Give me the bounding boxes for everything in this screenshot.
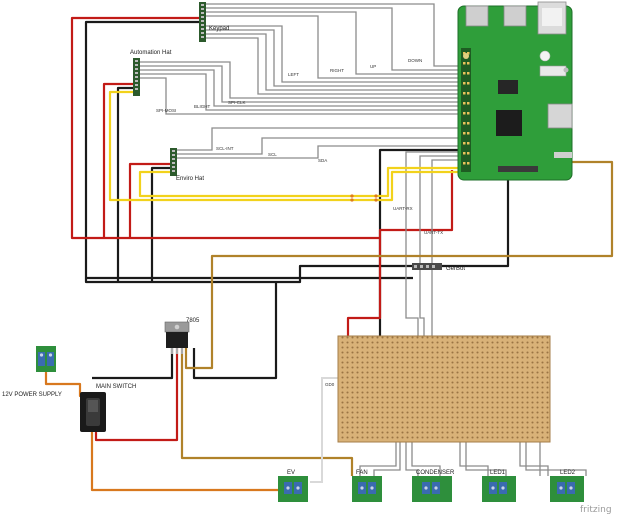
automation-hat-label: Automation Hat [130, 50, 172, 56]
wire-label-up: UP [370, 64, 376, 69]
wire-label-sda: SDA [318, 158, 327, 163]
keypad-signal-wires [205, 3, 462, 95]
power-supply-terminal [36, 346, 56, 372]
terminal-led2 [550, 476, 584, 502]
ram-chip [498, 80, 518, 94]
gerbot-label: GerBot [446, 266, 465, 272]
cpu-chip [496, 110, 522, 136]
perfboard [337, 335, 551, 443]
automation-hat-connector [133, 58, 140, 96]
wire-label-uart-rx: UART-RX [393, 206, 413, 211]
condenser-label: CONDENSER [416, 470, 455, 476]
yellow-wire-joints [350, 194, 378, 202]
wire-label-uart-tx: UART-TX [424, 230, 443, 235]
red-wires [70, 16, 454, 442]
wire-label-down: DOWN [408, 58, 422, 63]
led1-label: LED1 [490, 470, 506, 476]
terminal-condenser [412, 476, 452, 502]
terminal-ev [278, 476, 308, 502]
fan-label: FAN [356, 470, 368, 476]
fritzing-brand: fritzing [580, 505, 612, 515]
main-switch-label: MAIN SWITCH [96, 384, 136, 390]
led2-label: LED2 [560, 470, 576, 476]
output-wires [359, 440, 587, 476]
regulator-label: 7805 [186, 318, 200, 324]
gpio-header [461, 48, 471, 172]
yellow-wires [108, 90, 462, 202]
wire-label-right: RIGHT [330, 68, 344, 73]
raspberry-pi-board [457, 1, 573, 181]
wire-label-left: LEFT [288, 72, 299, 77]
terminal-led1 [482, 476, 516, 502]
wire-label-scl-int: SCL-INT [216, 146, 234, 151]
usb-port-1 [465, 5, 489, 27]
brown-wires [180, 160, 614, 476]
enviro-hat-connector [170, 148, 177, 176]
terminal-fan [352, 476, 382, 502]
wire-label-spi-mosi: SPI-MOSI [156, 108, 176, 113]
voltage-regulator-7805 [164, 321, 190, 354]
gerbot-connector [412, 263, 442, 270]
wire-label-spi-clk: SPI-CLK [228, 100, 246, 105]
enviro-hat-label: Enviro Hat [176, 176, 204, 182]
usb-port-2 [503, 5, 527, 27]
main-switch [80, 392, 106, 432]
white-wire-gd0 [310, 377, 344, 483]
automation-signal-wires [140, 61, 462, 115]
wire-label-scl: SCL [268, 152, 277, 157]
keypad-connector [199, 2, 206, 42]
ev-label: EV [287, 470, 295, 476]
wire-label-gd0: GD0 [325, 382, 335, 387]
keypad-label: Keypad [209, 26, 229, 32]
wire-label-blight: BLIGHT [194, 104, 211, 109]
power-supply-label: 12V POWER SUPPLY [2, 392, 62, 398]
hdmi-port [547, 103, 573, 129]
